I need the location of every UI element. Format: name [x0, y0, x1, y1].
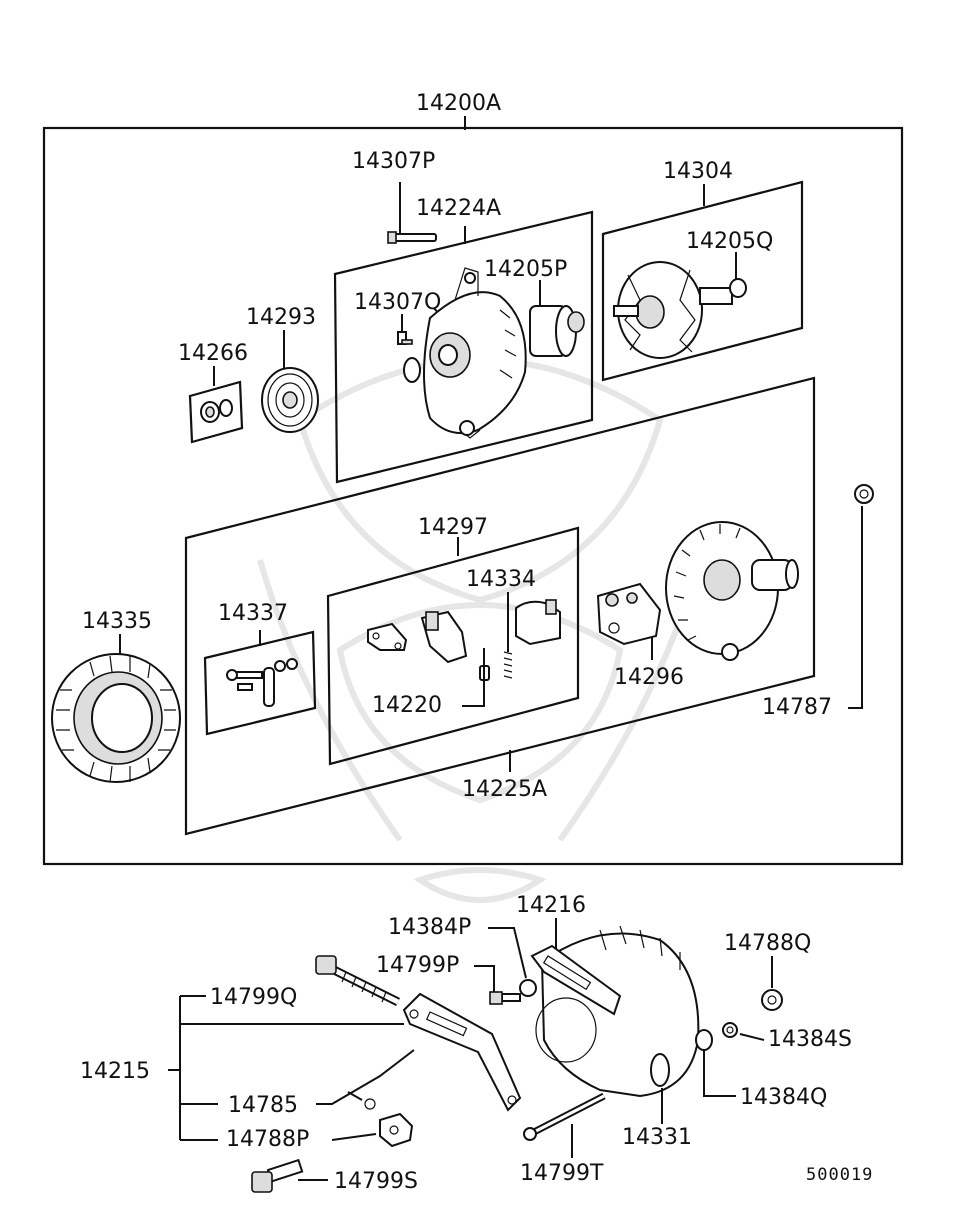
label-14307P[interactable]: 14307P — [352, 149, 435, 174]
label-14384Q[interactable]: 14384Q — [740, 1085, 827, 1110]
washer-14384S — [722, 1022, 738, 1038]
label-14297[interactable]: 14297 — [418, 515, 488, 540]
bolt-14799P — [489, 991, 521, 1005]
assembly-box-14200A — [42, 126, 904, 866]
assembly-box-14266 — [188, 380, 244, 444]
bolt-14799T — [523, 1092, 606, 1141]
nut-washer-14266 — [200, 399, 233, 423]
label-14266[interactable]: 14266 — [178, 341, 248, 366]
diagram-code: 500019 — [806, 1165, 873, 1185]
pulley-14293 — [261, 367, 319, 433]
label-14334[interactable]: 14334 — [466, 567, 536, 592]
terminal-parts-14337 — [226, 658, 298, 707]
label-14788Q[interactable]: 14788Q — [724, 931, 811, 956]
bracket-leaders-14215 — [168, 995, 415, 1141]
label-14799T[interactable]: 14799T — [520, 1161, 604, 1186]
assembly-box-14224A — [333, 210, 594, 484]
label-14788P[interactable]: 14788P — [226, 1127, 309, 1152]
clip-14785 — [364, 1098, 376, 1110]
bearing-14205P — [529, 305, 585, 357]
label-14220[interactable]: 14220 — [372, 693, 442, 718]
rear-housing — [665, 521, 799, 661]
label-14224A[interactable]: 14224A — [416, 196, 501, 221]
label-14225A[interactable]: 14225A — [462, 777, 547, 802]
label-14296[interactable]: 14296 — [614, 665, 684, 690]
nut-14788Q — [761, 989, 783, 1011]
adjusting-bracket — [402, 992, 522, 1112]
label-14293[interactable]: 14293 — [246, 305, 316, 330]
bracket-14216 — [530, 944, 622, 1016]
brush-holder-parts — [367, 599, 561, 681]
assembly-box-14297 — [326, 526, 580, 766]
assembly-box-14337 — [203, 630, 317, 736]
label-14799Q[interactable]: 14799Q — [210, 985, 297, 1010]
assembly-box-14225A — [184, 376, 816, 836]
bolt-14307P — [387, 231, 437, 244]
label-14799S[interactable]: 14799S — [334, 1169, 418, 1194]
label-14335[interactable]: 14335 — [82, 609, 152, 634]
label-14384S[interactable]: 14384S — [768, 1027, 852, 1052]
bolt-14799S — [251, 1158, 304, 1193]
screw-14307Q — [397, 331, 413, 345]
bolt-14799Q — [315, 955, 401, 1007]
front-housing — [423, 267, 527, 439]
label-14785[interactable]: 14785 — [228, 1093, 298, 1118]
label-14215[interactable]: 14215 — [80, 1059, 150, 1084]
label-14200A[interactable]: 14200A — [416, 91, 501, 116]
label-14331[interactable]: 14331 — [622, 1125, 692, 1150]
washer-14384Q — [695, 1029, 713, 1051]
label-14205Q[interactable]: 14205Q — [686, 229, 773, 254]
label-14216[interactable]: 14216 — [516, 893, 586, 918]
label-14205P[interactable]: 14205P — [484, 257, 567, 282]
stator-14335 — [51, 653, 181, 783]
washer-14384P — [519, 979, 537, 997]
nut-14788P — [379, 1112, 414, 1148]
rotor-assembly — [613, 261, 747, 359]
seal-ring — [403, 357, 421, 383]
label-14307Q[interactable]: 14307Q — [354, 290, 441, 315]
label-14384P[interactable]: 14384P — [388, 915, 471, 940]
label-14787[interactable]: 14787 — [762, 695, 832, 720]
rectifier-14296 — [596, 582, 662, 646]
nut-14787 — [854, 484, 874, 504]
assembly-box-14304 — [601, 180, 804, 382]
label-14337[interactable]: 14337 — [218, 601, 288, 626]
label-14304[interactable]: 14304 — [663, 159, 733, 184]
label-14799P[interactable]: 14799P — [376, 953, 459, 978]
